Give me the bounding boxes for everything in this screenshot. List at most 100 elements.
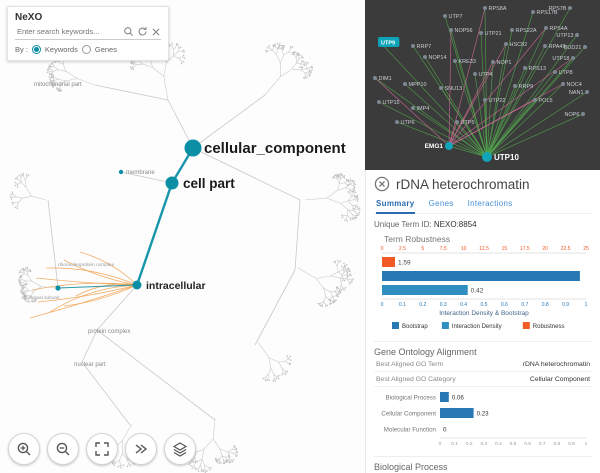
network-node-label[interactable]: RPA49 bbox=[549, 44, 566, 50]
network-node-label[interactable]: UTP4 bbox=[479, 72, 493, 78]
network-node-label[interactable]: UTP21 bbox=[485, 31, 502, 37]
tree-node-label[interactable]: intracellular bbox=[146, 280, 206, 292]
network-node-label[interactable]: UTP22 bbox=[489, 98, 506, 104]
tab-genes[interactable]: Genes bbox=[428, 199, 454, 208]
term-node[interactable] bbox=[55, 285, 61, 291]
network-node[interactable] bbox=[403, 82, 407, 86]
tree-node-label[interactable]: ribosomal subunit bbox=[22, 295, 60, 301]
network-node[interactable] bbox=[568, 6, 572, 10]
tree-node-label[interactable]: mitochondrial part bbox=[34, 82, 82, 88]
network-node-label[interactable]: RPS8A bbox=[489, 6, 507, 12]
network-node[interactable] bbox=[479, 31, 483, 35]
network-node-label[interactable]: UTP15 bbox=[383, 100, 400, 106]
network-node[interactable] bbox=[373, 76, 377, 80]
reset-icon[interactable] bbox=[137, 26, 148, 37]
network-node[interactable] bbox=[483, 6, 487, 10]
network-node-label[interactable]: RPS22A bbox=[516, 28, 537, 34]
network-node[interactable] bbox=[423, 55, 427, 59]
network-node[interactable] bbox=[583, 45, 587, 49]
network-node-label[interactable]: RPS13 bbox=[529, 66, 546, 72]
network-node[interactable] bbox=[510, 28, 514, 32]
network-node-label[interactable]: UTP7 bbox=[449, 14, 463, 20]
network-node-label[interactable]: HSC82 bbox=[510, 42, 528, 48]
network-hub-node[interactable] bbox=[482, 152, 492, 162]
tree-node-label[interactable]: ribonucleoprotein complex bbox=[58, 262, 115, 268]
zoom-in-button[interactable] bbox=[8, 433, 40, 465]
tree-node-label[interactable]: membrane bbox=[126, 170, 155, 176]
network-node-label[interactable]: POL5 bbox=[539, 98, 553, 104]
tree-node-label[interactable]: nuclear part bbox=[74, 362, 106, 368]
network-node-label[interactable]: DIM1 bbox=[379, 76, 392, 82]
network-node[interactable] bbox=[561, 82, 565, 86]
network-node[interactable] bbox=[377, 100, 381, 104]
network-node-label[interactable]: RRP9 bbox=[519, 84, 534, 90]
network-node-label[interactable]: RPS4A bbox=[550, 26, 568, 32]
term-node[interactable] bbox=[165, 176, 179, 190]
network-hub-node[interactable] bbox=[445, 142, 453, 150]
tab-summary[interactable]: Summary bbox=[376, 199, 415, 214]
network-hub-label[interactable]: UTP10 bbox=[494, 153, 519, 162]
network-hub-label[interactable]: EMG1 bbox=[425, 143, 444, 150]
search-icon[interactable] bbox=[123, 26, 134, 37]
network-node[interactable] bbox=[581, 112, 585, 116]
network-node[interactable] bbox=[395, 120, 399, 124]
network-node[interactable] bbox=[575, 33, 579, 37]
network-node-label[interactable]: NAN1 bbox=[569, 90, 584, 96]
network-node-label[interactable]: MPP10 bbox=[409, 82, 427, 88]
network-node-label[interactable]: UTP5 bbox=[461, 120, 475, 126]
network-node[interactable] bbox=[504, 42, 508, 46]
search-input[interactable] bbox=[15, 26, 120, 37]
network-node-label[interactable]: NOP56 bbox=[455, 28, 473, 34]
network-node-label[interactable]: NOP6 bbox=[565, 112, 580, 118]
network-node-label[interactable]: RRP7 bbox=[417, 44, 432, 50]
hierarchy-depth-button[interactable] bbox=[125, 433, 157, 465]
network-node[interactable] bbox=[531, 10, 535, 14]
network-node[interactable] bbox=[439, 86, 443, 90]
term-node[interactable] bbox=[118, 169, 124, 175]
radio-genes-label[interactable]: Genes bbox=[94, 45, 117, 54]
network-node-label[interactable]: UTP6 bbox=[401, 120, 415, 126]
network-node[interactable] bbox=[585, 90, 589, 94]
network-node-highlight[interactable] bbox=[378, 37, 400, 47]
network-node-label[interactable]: RPS7B bbox=[548, 6, 566, 12]
zoom-out-button[interactable] bbox=[47, 433, 79, 465]
network-node[interactable] bbox=[553, 70, 557, 74]
network-node[interactable] bbox=[533, 98, 537, 102]
network-node[interactable] bbox=[513, 84, 517, 88]
network-node-label[interactable]: IMP4 bbox=[417, 106, 430, 112]
network-node-label[interactable]: KRE33 bbox=[459, 59, 476, 65]
network-node-label[interactable]: SNU13 bbox=[445, 86, 463, 92]
network-node-label[interactable]: NOP14 bbox=[429, 55, 447, 61]
radio-keywords[interactable] bbox=[31, 45, 41, 54]
network-node[interactable] bbox=[473, 72, 477, 76]
network-node[interactable] bbox=[449, 28, 453, 32]
tree-node-label[interactable]: cell part bbox=[183, 176, 235, 191]
close-icon[interactable] bbox=[374, 176, 390, 192]
network-node[interactable] bbox=[571, 56, 575, 60]
network-node[interactable] bbox=[453, 59, 457, 63]
network-node-label[interactable]: NOC4 bbox=[567, 82, 582, 88]
term-node[interactable] bbox=[132, 280, 142, 290]
network-node[interactable] bbox=[523, 66, 527, 70]
network-node[interactable] bbox=[443, 14, 447, 18]
tree-node-label[interactable]: cellular_component bbox=[204, 140, 346, 157]
term-node[interactable] bbox=[184, 139, 202, 157]
network-node-label[interactable]: RPS17B bbox=[537, 10, 558, 16]
network-node-label[interactable]: NOP1 bbox=[497, 60, 512, 66]
radio-genes[interactable] bbox=[81, 45, 91, 54]
network-node[interactable] bbox=[455, 120, 459, 124]
network-node-label[interactable]: UTP9 bbox=[381, 41, 395, 47]
network-node-label[interactable]: BUD21 bbox=[564, 45, 582, 51]
network-node-label[interactable]: UTP8 bbox=[559, 70, 573, 76]
network-node[interactable] bbox=[491, 60, 495, 64]
network-node[interactable] bbox=[483, 98, 487, 102]
tab-interactions[interactable]: Interactions bbox=[467, 199, 513, 208]
tree-node-label[interactable]: protein complex bbox=[88, 329, 130, 335]
network-node-label[interactable]: UTP18 bbox=[552, 56, 569, 62]
network-node-label[interactable]: UTP13 bbox=[556, 33, 573, 39]
network-node[interactable] bbox=[543, 44, 547, 48]
network-node[interactable] bbox=[411, 106, 415, 110]
network-node[interactable] bbox=[411, 44, 415, 48]
